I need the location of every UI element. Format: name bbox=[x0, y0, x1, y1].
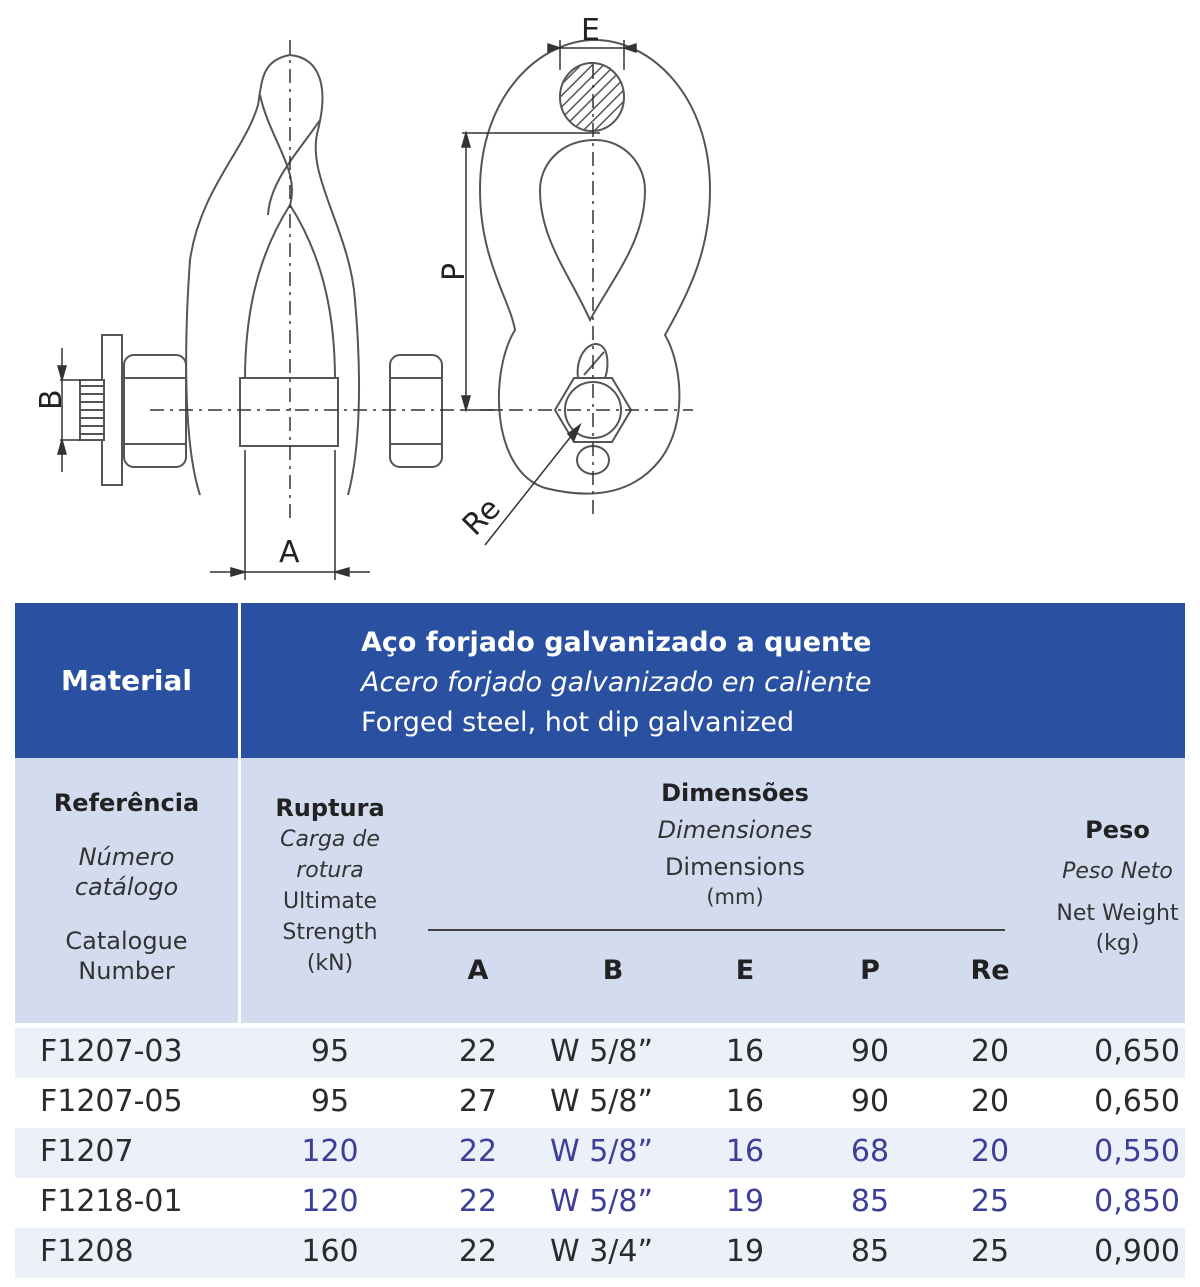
cell-ultimate-strength: 95 bbox=[310, 1084, 350, 1119]
header-peso-pt: Peso bbox=[1085, 816, 1150, 844]
table-row: F1207-03 95 22 W 5/8” 16 90 20 0,650 bbox=[15, 1028, 1185, 1078]
header-referencia-pt: Referência bbox=[53, 789, 200, 817]
cell-dim-e: 19 bbox=[725, 1234, 765, 1269]
header-peso-es: Peso Neto bbox=[1062, 859, 1173, 884]
cell-dim-re: 25 bbox=[970, 1234, 1010, 1269]
header-ruptura-en-2: Strength bbox=[282, 920, 378, 945]
cell-dim-a: 22 bbox=[458, 1134, 498, 1169]
cell-dim-b: W 3/4” bbox=[550, 1234, 654, 1269]
header-peso: Peso Peso Neto Net Weight (kg) bbox=[1050, 815, 1185, 959]
header-ruptura-es-1: Carga de bbox=[280, 827, 380, 852]
cell-ultimate-strength: 120 bbox=[301, 1134, 359, 1169]
cell-dim-re: 20 bbox=[970, 1084, 1010, 1119]
material-en: Forged steel, hot dip galvanized bbox=[361, 707, 795, 738]
cell-dim-e: 19 bbox=[725, 1184, 765, 1219]
dimension-label-a: A bbox=[279, 535, 300, 570]
cell-dim-a: 22 bbox=[458, 1184, 498, 1219]
header-ruptura: Ruptura Carga de rotura Ultimate Strengt… bbox=[255, 793, 405, 979]
table-row: F1207 120 22 W 5/8” 16 68 20 0,550 bbox=[15, 1128, 1185, 1178]
cell-reference: F1207-03 bbox=[40, 1034, 183, 1069]
cell-dim-b: W 5/8” bbox=[550, 1184, 654, 1219]
table-row: F1208 160 22 W 3/4” 19 85 25 0,900 bbox=[15, 1228, 1185, 1278]
header-dimensoes-en: Dimensions bbox=[664, 853, 806, 881]
column-header-p: P bbox=[860, 955, 880, 986]
header-ruptura-unit: (kN) bbox=[306, 951, 354, 976]
header-referencia: Referência Número catálogo Catalogue Num… bbox=[15, 788, 238, 986]
cell-ultimate-strength: 95 bbox=[310, 1034, 350, 1069]
cell-dim-p: 85 bbox=[850, 1234, 890, 1269]
dimensions-divider-line bbox=[428, 929, 1005, 931]
cell-dim-p: 68 bbox=[850, 1134, 890, 1169]
header-dimensoes-pt: Dimensões bbox=[661, 779, 809, 807]
cell-dim-re: 20 bbox=[970, 1034, 1010, 1069]
cell-reference: F1207-05 bbox=[40, 1084, 183, 1119]
cell-net-weight: 0,650 bbox=[1094, 1034, 1180, 1069]
header-referencia-es-2: catálogo bbox=[74, 873, 179, 901]
shackle-technical-drawing: A B E P Re bbox=[34, 13, 712, 580]
cell-dim-b: W 5/8” bbox=[550, 1134, 654, 1169]
dimension-label-p: P bbox=[437, 263, 472, 281]
cell-dim-p: 90 bbox=[850, 1034, 890, 1069]
front-view bbox=[79, 53, 443, 496]
cell-ultimate-strength: 160 bbox=[301, 1234, 359, 1269]
cell-dim-e: 16 bbox=[725, 1034, 765, 1069]
column-header-band bbox=[15, 758, 1185, 1023]
material-divider bbox=[238, 603, 241, 758]
cell-dim-b: W 5/8” bbox=[550, 1034, 654, 1069]
cell-dim-e: 16 bbox=[725, 1084, 765, 1119]
header-referencia-es-1: Número bbox=[78, 843, 175, 871]
header-peso-unit: (kg) bbox=[1095, 931, 1140, 956]
cell-dim-p: 85 bbox=[850, 1184, 890, 1219]
dimension-label-b: B bbox=[34, 389, 69, 410]
column-header-b: B bbox=[602, 955, 624, 986]
material-description: Aço forjado galvanizado a quente Acero f… bbox=[361, 623, 871, 743]
header-ruptura-pt: Ruptura bbox=[275, 794, 385, 822]
cell-dim-a: 22 bbox=[458, 1034, 498, 1069]
cell-net-weight: 0,850 bbox=[1094, 1184, 1180, 1219]
cell-dim-re: 25 bbox=[970, 1184, 1010, 1219]
side-view-dimensions bbox=[461, 40, 693, 546]
cell-reference: F1207 bbox=[40, 1134, 134, 1169]
cell-dim-e: 16 bbox=[725, 1134, 765, 1169]
header-dimensoes-es: Dimensiones bbox=[657, 816, 813, 844]
material-pt: Aço forjado galvanizado a quente bbox=[361, 627, 872, 658]
cell-net-weight: 0,550 bbox=[1094, 1134, 1180, 1169]
cell-net-weight: 0,900 bbox=[1094, 1234, 1180, 1269]
cell-dim-a: 27 bbox=[458, 1084, 498, 1119]
material-header-band bbox=[15, 603, 1185, 758]
side-view bbox=[478, 38, 712, 495]
dimension-label-re: Re bbox=[456, 491, 508, 543]
specification-table: Material Aço forjado galvanizado a quent… bbox=[15, 603, 1185, 1281]
dimension-label-e: E bbox=[581, 13, 600, 48]
table-row: F1218-01 120 22 W 5/8” 19 85 25 0,850 bbox=[15, 1178, 1185, 1228]
cell-reference: F1208 bbox=[40, 1234, 134, 1269]
header-ruptura-en-1: Ultimate bbox=[282, 889, 378, 914]
material-es: Acero forjado galvanizado en caliente bbox=[361, 667, 872, 698]
cell-reference: F1218-01 bbox=[40, 1184, 183, 1219]
front-view-dimensions bbox=[57, 40, 470, 580]
header-referencia-en-1: Catalogue bbox=[65, 927, 188, 955]
cell-dim-re: 20 bbox=[970, 1134, 1010, 1169]
header-dimensoes: Dimensões Dimensiones Dimensions (mm) bbox=[575, 775, 895, 908]
header-dimensoes-unit: (mm) bbox=[706, 885, 764, 909]
column-header-a: A bbox=[467, 955, 489, 986]
cell-net-weight: 0,650 bbox=[1094, 1084, 1180, 1119]
material-label: Material bbox=[60, 664, 193, 697]
cell-dim-b: W 5/8” bbox=[550, 1084, 654, 1119]
header-ruptura-es-2: rotura bbox=[296, 858, 364, 883]
header-referencia-en-2: Number bbox=[78, 957, 175, 985]
column-header-divider bbox=[238, 758, 241, 1023]
cell-dim-p: 90 bbox=[850, 1084, 890, 1119]
column-header-e: E bbox=[735, 955, 755, 986]
table-row: F1207-05 95 27 W 5/8” 16 90 20 0,650 bbox=[15, 1078, 1185, 1128]
cell-ultimate-strength: 120 bbox=[301, 1184, 359, 1219]
cell-dim-a: 22 bbox=[458, 1234, 498, 1269]
column-header-re: Re bbox=[970, 955, 1010, 986]
header-peso-en: Net Weight bbox=[1056, 901, 1179, 926]
